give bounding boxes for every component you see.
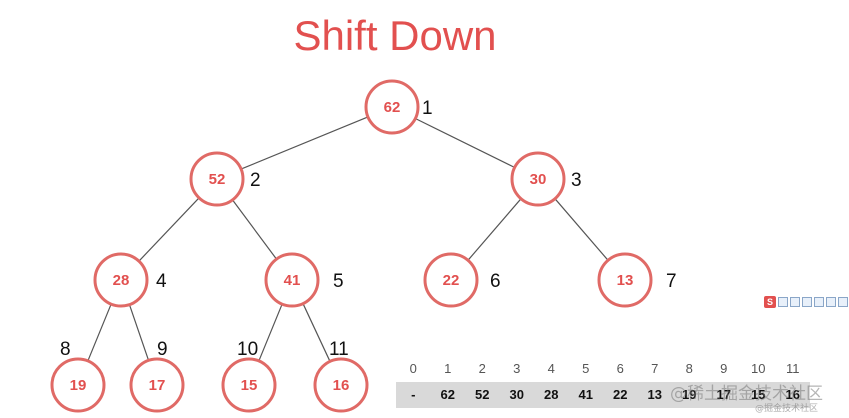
tree-edge	[232, 199, 277, 260]
array-value-cell: 30	[509, 387, 524, 402]
node-value: 22	[443, 272, 460, 289]
ime-keyboard-icon[interactable]	[802, 297, 812, 307]
array-value-cell: -	[411, 387, 416, 402]
node-circle	[129, 357, 185, 413]
array-index-cell: 7	[651, 361, 659, 376]
tree-edge	[415, 117, 515, 169]
node-value: 19	[70, 377, 87, 394]
ime-mode-icon[interactable]	[778, 297, 788, 307]
node-index-label: 10	[237, 339, 258, 360]
heap-node-7: 13 7	[597, 252, 677, 308]
node-value: 30	[530, 171, 547, 188]
ime-toolbar[interactable]: S	[764, 296, 848, 308]
array-index-cell: 3	[513, 361, 521, 376]
array-index-cell: 0	[409, 361, 417, 376]
node-value: 16	[333, 377, 350, 394]
node-circle	[50, 357, 106, 413]
array-index-cell: 9	[720, 361, 728, 376]
diagram-title: Shift Down	[293, 12, 497, 59]
tree-edge	[240, 116, 369, 170]
array-value-cell: 15	[751, 387, 766, 402]
node-index-label: 1	[422, 98, 433, 119]
node-circle	[597, 252, 653, 308]
node-value: 52	[209, 171, 226, 188]
node-index-label: 3	[571, 170, 582, 191]
array-value-row: - 62 52 30 28 41 22 13 19 17 15 16	[396, 382, 810, 408]
tree-edge	[302, 303, 331, 362]
ime-logo-icon[interactable]: S	[764, 296, 776, 308]
node-index-label: 6	[490, 271, 501, 292]
node-circle	[93, 252, 149, 308]
node-circle	[313, 357, 369, 413]
array-index-cell: 4	[547, 361, 555, 376]
array-index-cell: 8	[685, 361, 693, 376]
heap-node-2: 52 2	[189, 151, 261, 207]
array-value-cell: 19	[682, 387, 697, 402]
array-index-cell: 5	[582, 361, 590, 376]
node-index-label: 9	[157, 339, 168, 360]
array-value-cell: 41	[578, 387, 593, 402]
node-index-label: 7	[666, 271, 677, 292]
tree-edge	[258, 303, 283, 362]
ime-skin-icon[interactable]	[814, 297, 824, 307]
node-index-label: 11	[329, 339, 349, 360]
node-index-label: 2	[250, 170, 261, 191]
tree-edge	[467, 198, 522, 261]
array-value-cell: 17	[716, 387, 731, 402]
array-value-cell: 13	[647, 387, 662, 402]
node-value: 41	[284, 272, 301, 289]
node-value: 13	[617, 272, 634, 289]
node-circle	[364, 79, 420, 135]
array-value-cell: 28	[544, 387, 559, 402]
ime-tools-icon[interactable]	[826, 297, 836, 307]
heap-node-6: 22 6	[423, 252, 501, 308]
array-index-cell: 10	[751, 361, 766, 376]
tree-edge	[138, 197, 200, 262]
watermark-small: @掘金技术社区	[755, 404, 819, 414]
array-index-cell: 1	[444, 361, 452, 376]
node-value: 15	[241, 377, 258, 394]
node-circle	[221, 357, 277, 413]
tree-edge	[554, 198, 609, 261]
node-value: 62	[384, 99, 401, 116]
ime-settings-icon[interactable]	[838, 297, 848, 307]
node-circle	[423, 252, 479, 308]
tree-edge	[128, 304, 150, 361]
ime-punct-icon[interactable]	[790, 297, 800, 307]
heap-node-3: 30 3	[510, 151, 582, 207]
array-index-cell: 11	[786, 361, 800, 376]
node-value: 28	[113, 272, 130, 289]
node-circle	[264, 252, 320, 308]
array-value-cell: 22	[613, 387, 628, 402]
array-value-cell: 62	[440, 387, 455, 402]
node-index-label: 5	[333, 271, 344, 292]
heap-node-4: 28 4	[93, 252, 167, 308]
array-value-cell: 52	[475, 387, 490, 402]
tree-edge	[87, 303, 112, 362]
node-circle	[510, 151, 566, 207]
node-value: 17	[149, 377, 166, 394]
heap-node-9: 17 9	[129, 339, 185, 413]
heap-array: 0 1 2 3 4 5 6 7 8 9 10 11 - 62 52 30 28 41 22 13 19 17 15 16	[396, 356, 810, 408]
heap-node-8: 19 8	[50, 339, 106, 413]
node-index-label: 4	[156, 271, 167, 292]
heap-node-1: 62 1	[364, 79, 433, 135]
watermark: @稀土掘金技术社区	[670, 384, 823, 404]
array-index-cell: 2	[478, 361, 486, 376]
heap-node-5: 41 5	[264, 252, 344, 308]
array-index-row: 0 1 2 3 4 5 6 7 8 9 10 11	[396, 356, 810, 382]
node-index-label: 8	[60, 339, 71, 360]
array-value-cell: 16	[785, 387, 800, 402]
node-circle	[189, 151, 245, 207]
array-index-cell: 6	[616, 361, 624, 376]
